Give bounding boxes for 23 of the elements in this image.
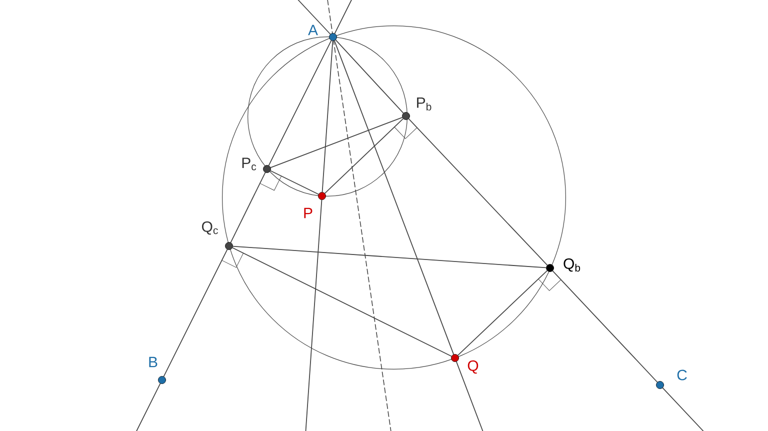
point-label: B bbox=[149, 356, 158, 368]
line-segment bbox=[232, 247, 452, 357]
line-segment bbox=[163, 249, 228, 377]
point-label: A bbox=[308, 24, 318, 36]
line-segment bbox=[457, 270, 548, 356]
line-segment bbox=[230, 172, 266, 243]
point-label: P$_{c}$ bbox=[242, 158, 256, 170]
line-segment bbox=[270, 170, 319, 195]
line-segment bbox=[335, 39, 404, 114]
line-segment bbox=[552, 270, 658, 383]
line-segment bbox=[322, 40, 334, 192]
line-segment bbox=[270, 116, 403, 168]
line-segment bbox=[324, 118, 404, 194]
point-label: P$_{b}$ bbox=[417, 97, 432, 111]
point-label: C bbox=[677, 370, 687, 380]
line-segment bbox=[334, 40, 454, 355]
point-label: Q$_{b}$ bbox=[564, 258, 580, 272]
line-segment bbox=[232, 246, 547, 268]
line-segment bbox=[408, 118, 548, 266]
point-label: P bbox=[304, 208, 312, 218]
point-label: Q bbox=[468, 360, 478, 374]
point-label: Q$_{c}$ bbox=[202, 221, 218, 235]
line-segment bbox=[268, 40, 332, 166]
